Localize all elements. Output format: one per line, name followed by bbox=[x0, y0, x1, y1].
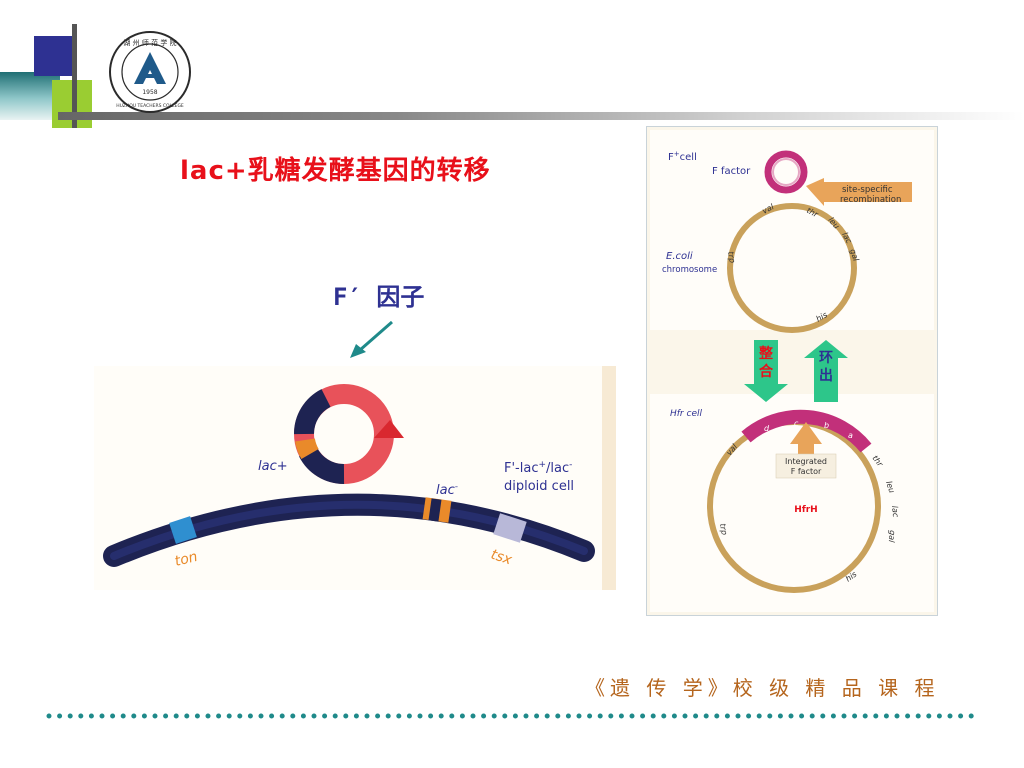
lac-plus-label: lac+ bbox=[258, 459, 288, 474]
integrated-label-1: Integrated bbox=[785, 457, 827, 466]
f-prime-arrow bbox=[350, 320, 393, 358]
gene-trp-bottom: trp bbox=[718, 523, 729, 536]
ecoli-chromosome-top bbox=[727, 203, 857, 333]
hfr-integration-figure: F+cell F factor site-specific recombinat… bbox=[646, 126, 938, 616]
svg-text:湖 州 师 范 学 院: 湖 州 师 范 学 院 bbox=[123, 38, 176, 47]
f-prime-plasmid bbox=[293, 384, 404, 485]
site-specific-label-1: site-specific bbox=[842, 185, 893, 195]
chromosome-label: chromosome bbox=[662, 265, 717, 275]
footer-dotted-line bbox=[46, 713, 980, 719]
gene-a: a bbox=[848, 431, 853, 440]
site-specific-arrow bbox=[806, 178, 912, 206]
hfr-cell-label: Hfr cell bbox=[670, 409, 702, 419]
gene-d: d bbox=[764, 424, 770, 433]
header-teal-block bbox=[0, 72, 60, 120]
lac-minus-label: lac- bbox=[436, 482, 458, 498]
f-prime-plasmid-figure: lac+ lac- F'-lac+/lac- diploid cell ton … bbox=[94, 366, 616, 590]
gene-c: c bbox=[794, 419, 799, 428]
f-factor-plasmid bbox=[764, 150, 808, 194]
course-footer: 《遗 传 学》校 级 精 品 课 程 bbox=[585, 676, 940, 700]
f-prime-label: F′ 因子 bbox=[333, 283, 425, 311]
integrated-f-segment bbox=[741, 409, 872, 453]
university-logo: 湖 州 师 范 学 院 1958 HUZHOU TEACHERS COLLEGE bbox=[109, 31, 191, 113]
header-vertical-line bbox=[72, 24, 77, 128]
excise-label-2: 出 bbox=[819, 367, 833, 384]
bacterial-chromosome bbox=[103, 493, 595, 567]
slide-title: lac+乳糖发酵基因的转移 bbox=[180, 156, 491, 186]
header-blue-square bbox=[34, 36, 74, 76]
header-horizontal-line bbox=[58, 112, 1024, 120]
gene-gal-bottom: gal bbox=[887, 530, 897, 544]
hfrh-label: HfrH bbox=[794, 505, 817, 515]
integrated-label-2: F factor bbox=[791, 467, 822, 476]
excise-label-1: 环 bbox=[819, 350, 833, 366]
logo-year: 1958 bbox=[142, 89, 157, 96]
integrated-arrow bbox=[790, 422, 822, 456]
diploid-label-line2: diploid cell bbox=[504, 479, 574, 494]
gene-lac-bottom: lac bbox=[890, 505, 900, 518]
gene-gal-top: gal bbox=[848, 248, 861, 263]
excise-arrow bbox=[804, 340, 848, 402]
gene-leu-bottom: leu bbox=[884, 480, 896, 494]
integrate-arrow bbox=[744, 340, 788, 402]
svg-text:HUZHOU TEACHERS COLLEGE: HUZHOU TEACHERS COLLEGE bbox=[116, 103, 184, 109]
ton-label: ton bbox=[173, 549, 199, 570]
integrate-label-1: 整 bbox=[758, 345, 774, 362]
gene-b: b bbox=[824, 421, 829, 430]
ecoli-label: E.coli bbox=[666, 251, 693, 262]
f-factor-label: F factor bbox=[712, 166, 751, 177]
integrate-label-2: 合 bbox=[759, 363, 774, 380]
tsx-label: tsx bbox=[489, 547, 515, 569]
diploid-label-line1: F'-lac+/lac- bbox=[504, 460, 572, 476]
site-specific-label-2: recombination bbox=[840, 195, 901, 205]
gene-trp-top: trp bbox=[726, 251, 737, 264]
f-cell-label: F+cell bbox=[668, 150, 697, 163]
